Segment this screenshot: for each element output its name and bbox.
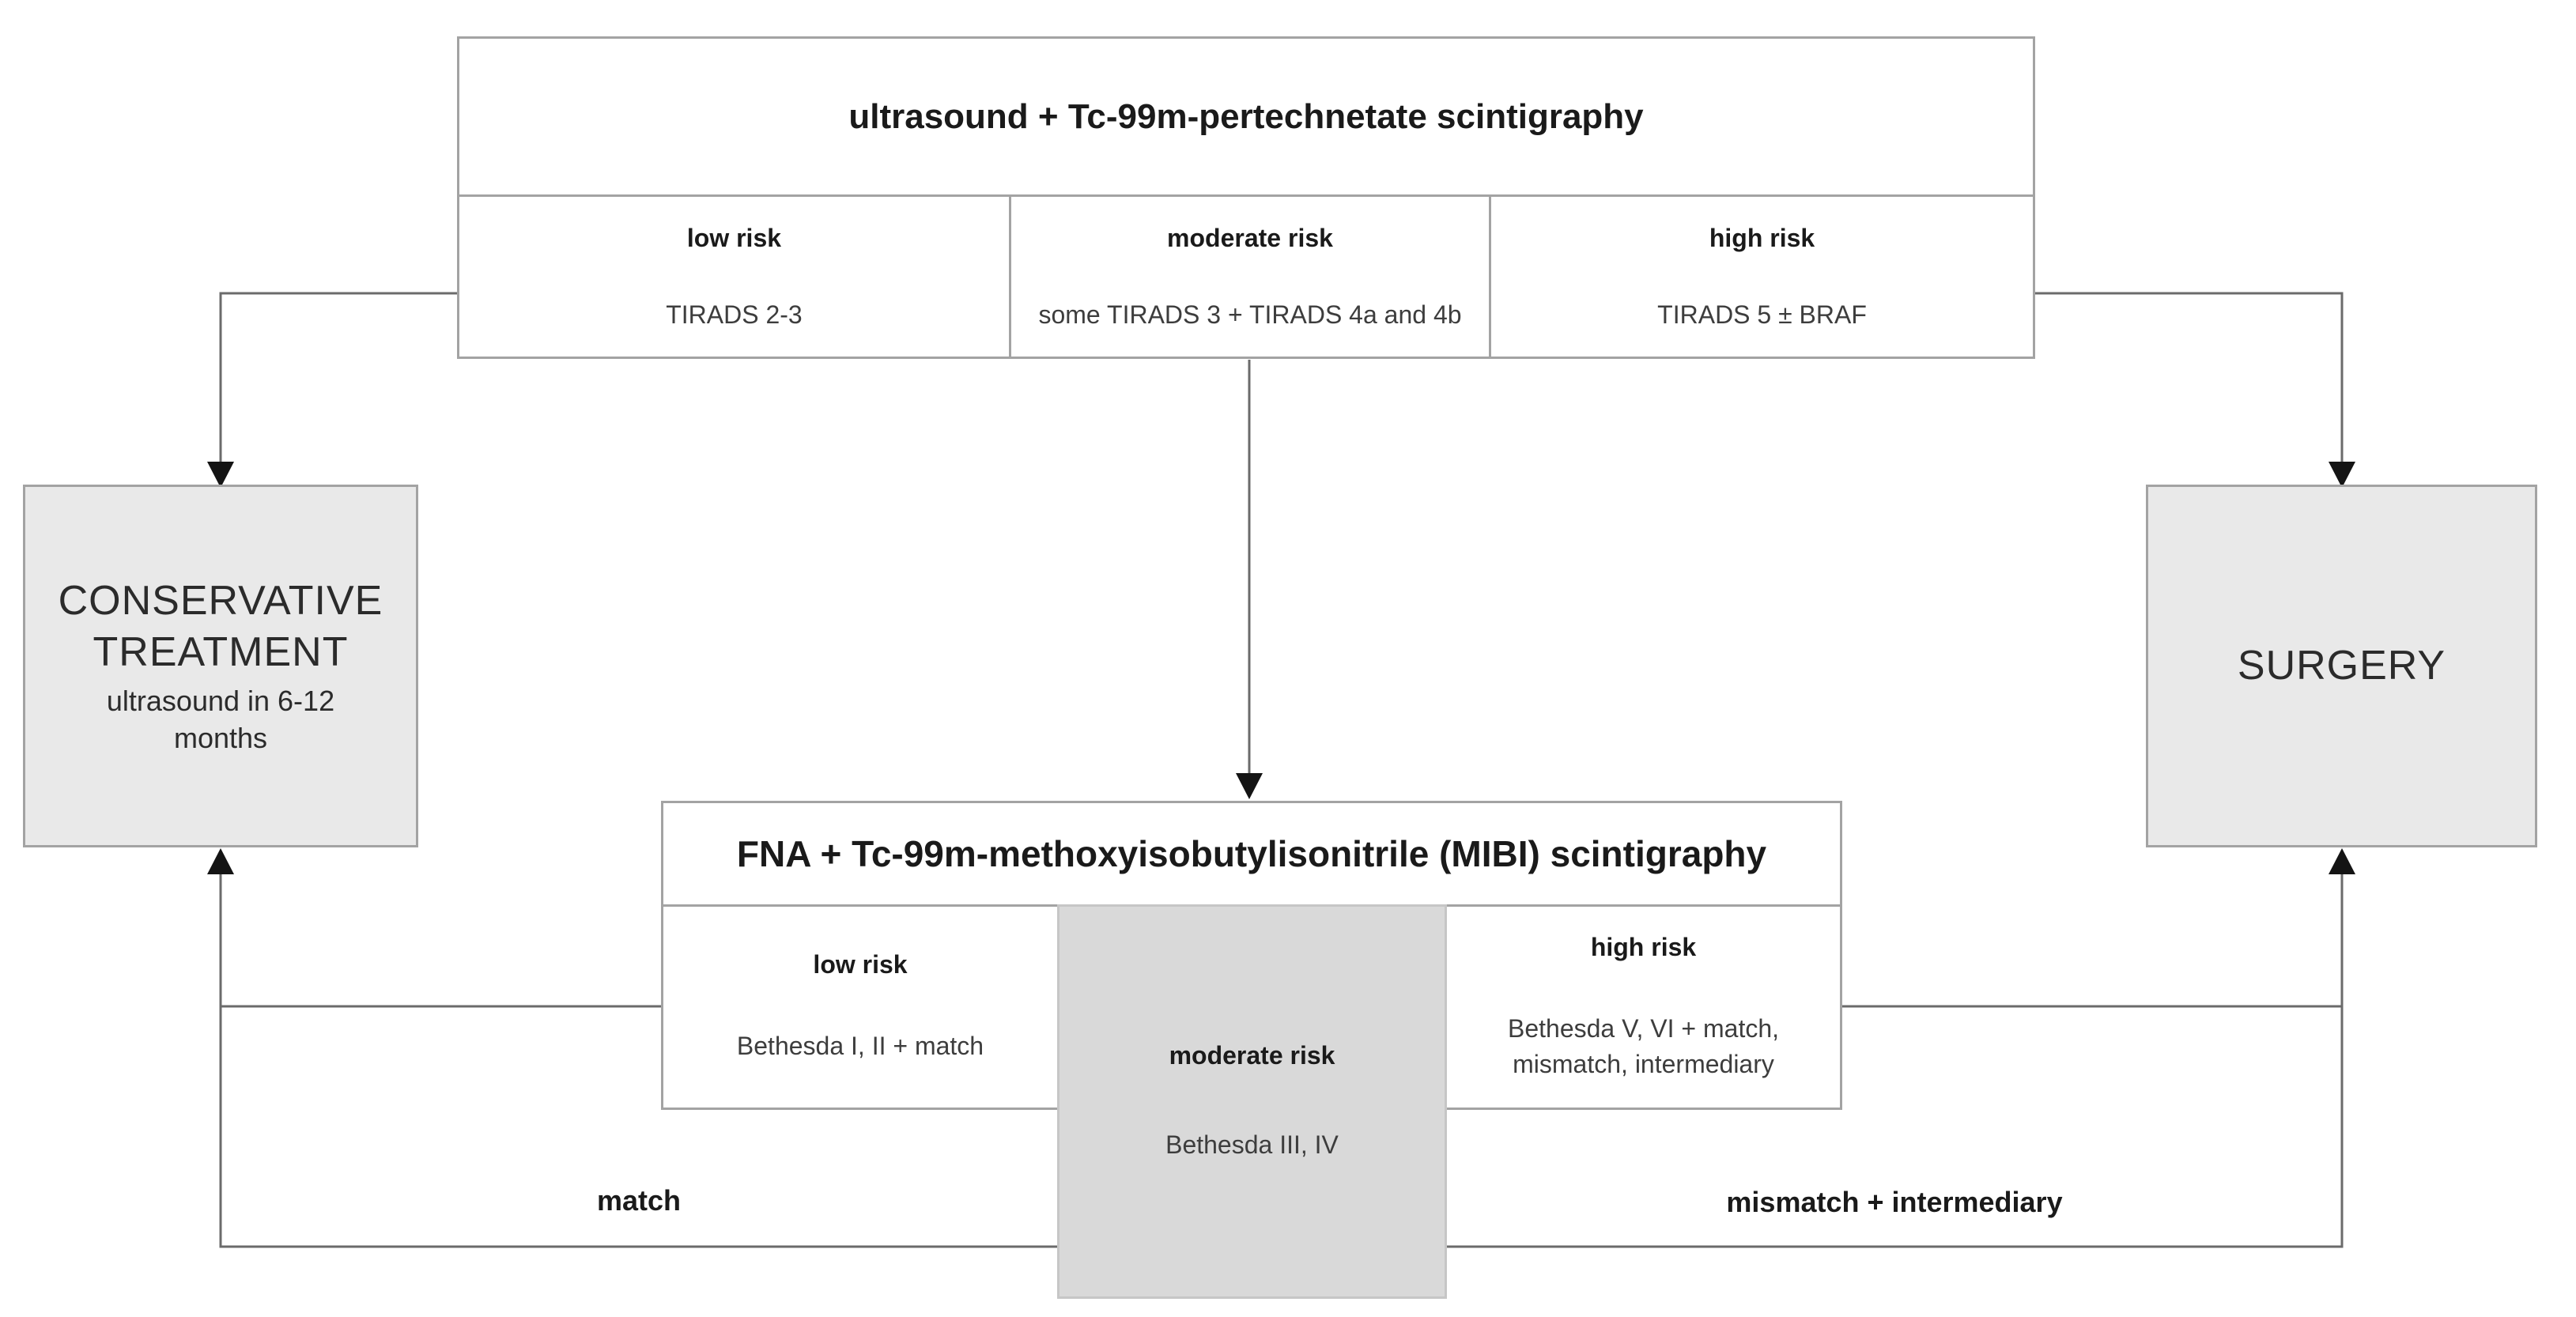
fna-mibi-table-title-box: FNA + Tc-99m-methoxyisobutylisonitrile (… [661,801,1842,907]
connector-highrisk-to-surgery [2034,292,2344,474]
fna-high-risk-cell: high risk Bethesda V, VI + match, mismat… [1445,904,1842,1110]
criteria-label: Bethesda III, IV [1165,1130,1339,1159]
edge-label-mismatch: mismatch + intermediary [1726,1186,2063,1218]
risk-label: moderate risk [1167,223,1333,252]
connector-lowrisk-to-conservative [219,292,457,474]
ultrasound-high-risk-cell: high risk TIRADS 5 ± BRAF [1489,197,2033,359]
arrowhead-fna-top [1236,773,1263,799]
connector-match-path [219,869,1057,1248]
surgery-title: SURGERY [2237,643,2446,689]
fna-mibi-table-title: FNA + Tc-99m-methoxyisobutylisonitrile (… [736,833,1767,874]
risk-label: high risk [1590,932,1697,961]
risk-label: low risk [686,223,782,252]
ultrasound-scintigraphy-table: ultrasound + Tc-99m-pertechnetate scinti… [457,36,2035,359]
criteria-label: TIRADS 5 ± BRAF [1657,300,1867,329]
arrowhead-surgery-top [2329,462,2355,488]
criteria-label: Bethesda V, VI + match, mismatch, interm… [1507,1013,1780,1078]
criteria-label: some TIRADS 3 + TIRADS 4a and 4b [1038,300,1462,329]
conservative-treatment-title: CONSERVATIVE TREATMENT [58,577,383,675]
connector-mismatch-path [1447,869,2344,1248]
arrowhead-surgery-bottom [2329,848,2355,874]
arrowhead-conservative-bottom [207,848,234,874]
fna-low-risk-cell: low risk Bethesda I, II + match [661,904,1059,1110]
ultrasound-table-title: ultrasound + Tc-99m-pertechnetate scinti… [459,39,2033,197]
criteria-label: Bethesda I, II + match [736,1032,984,1061]
ultrasound-low-risk-cell: low risk TIRADS 2-3 [459,197,1009,359]
surgery-box: SURGERY [2146,485,2537,847]
risk-label: high risk [1709,223,1815,252]
ultrasound-moderate-risk-cell: moderate risk some TIRADS 3 + TIRADS 4a … [1008,197,1489,359]
ultrasound-risk-row: low risk TIRADS 2-3 moderate risk some T… [459,197,2033,359]
criteria-label: TIRADS 2-3 [666,300,803,329]
risk-label: moderate risk [1169,1040,1335,1070]
risk-label: low risk [813,950,908,979]
conservative-treatment-subtitle: ultrasound in 6-12 months [106,684,335,754]
arrowhead-conservative-top [207,462,234,488]
edge-label-match: match [596,1184,682,1217]
conservative-treatment-box: CONSERVATIVE TREATMENT ultrasound in 6-1… [23,485,418,847]
fna-moderate-risk-cell: moderate risk Bethesda III, IV [1057,904,1447,1299]
